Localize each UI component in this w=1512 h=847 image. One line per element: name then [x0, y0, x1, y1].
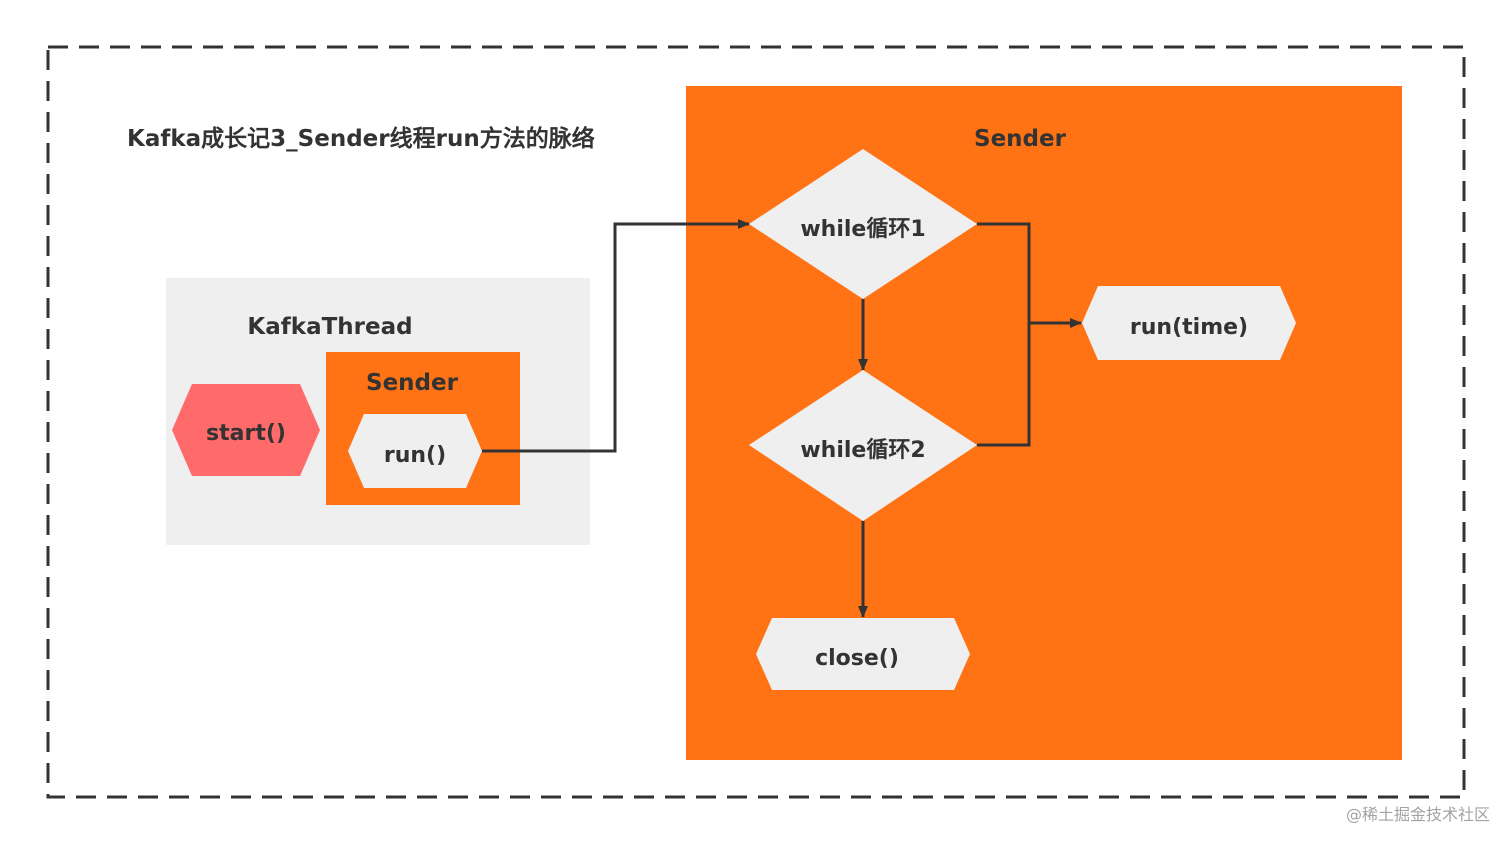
while-loop-1-label: while循环1	[800, 216, 925, 242]
run-node	[348, 414, 482, 488]
while-loop-2-label: while循环2	[800, 437, 925, 463]
kafka-thread-label: KafkaThread	[247, 314, 412, 340]
run-time-label: run(time)	[1130, 315, 1248, 340]
while-loop-1-node	[749, 149, 977, 299]
run-time-node	[1082, 286, 1296, 360]
connector-loop1-branch	[977, 222, 1031, 447]
close-label: close()	[815, 646, 899, 671]
close-node	[756, 618, 970, 690]
run-label: run()	[384, 443, 446, 468]
outer-dashed-frame	[46, 45, 1466, 799]
while-loop-2-node	[749, 370, 977, 521]
watermark: @稀土掘金技术社区	[1345, 805, 1490, 824]
diagram-title: Kafka成长记3_Sender线程run方法的脉络	[127, 125, 595, 152]
start-label: start()	[206, 421, 286, 446]
inner-sender-label: Sender	[366, 370, 459, 396]
start-node	[172, 384, 320, 476]
sender-container-label: Sender	[974, 126, 1067, 152]
connector-run-to-loop1	[482, 219, 750, 453]
